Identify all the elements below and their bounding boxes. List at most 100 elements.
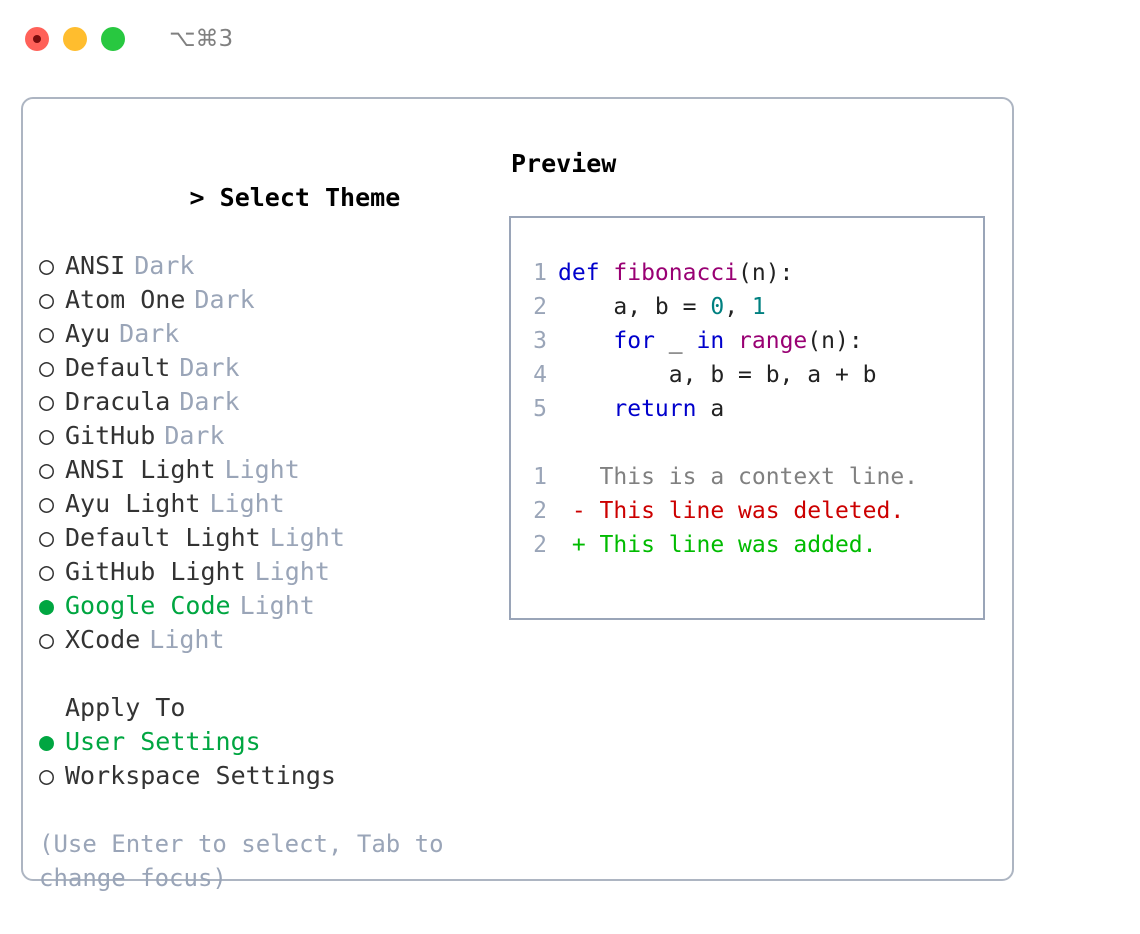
radio-empty-icon: ○ [39,251,55,280]
apply-to-label: User Settings [65,727,261,756]
code-token: _ [654,328,697,354]
theme-name: Google Code [65,591,231,620]
radio-empty-icon: ○ [39,421,55,450]
diff-text: This line was added. [599,532,877,558]
theme-list-item[interactable]: ○ ANSI Dark [39,249,509,283]
radio-empty-icon: ○ [39,557,55,586]
code-line: 5 return a [525,392,983,426]
diff-marker [558,464,600,490]
keyboard-shortcut-label: ⌥⌘3 [169,26,234,52]
theme-category-tag: Dark [194,285,255,314]
line-number: 5 [533,396,547,422]
diff-line: 1 This is a context line. [525,460,983,494]
code-token [558,328,613,354]
theme-list-item[interactable]: ○ GitHub Dark [39,419,509,453]
theme-name: GitHub Light [65,557,246,586]
theme-name: Ayu Light [65,489,201,518]
theme-list-item[interactable]: ○ Ayu Light Light [39,487,509,521]
theme-name: XCode [65,625,141,654]
line-number: 1 [533,260,547,286]
theme-category-tag: Dark [134,251,195,280]
radio-empty-icon: ○ [39,625,55,654]
code-token: a, b = [558,294,711,320]
zoom-button[interactable] [101,27,125,51]
theme-category-tag: Light [239,591,315,620]
theme-list-item[interactable]: ○ XCode Light [39,623,509,657]
diff-line: 2 + This line was added. [525,528,983,562]
diff-text: This line was deleted. [599,498,905,524]
code-token [724,328,738,354]
code-token: fibonacci [613,260,739,286]
apply-to-option[interactable]: ●User Settings [39,725,509,759]
theme-category-tag: Dark [164,421,225,450]
theme-list-item[interactable]: ○ ANSI Light Light [39,453,509,487]
line-number: 1 [533,464,547,490]
code-token: (n): [807,328,863,354]
page-title-label: Select Theme [219,183,401,212]
code-token: in [696,328,725,354]
radio-empty-icon: ○ [39,387,55,416]
diff-sample: 1 This is a context line.2 - This line w… [525,460,983,562]
apply-to-option[interactable]: ○ Workspace Settings [39,759,509,793]
radio-selected-icon: ● [39,591,55,620]
theme-name: GitHub [65,421,156,450]
line-number: 4 [533,362,547,388]
apply-to-options: ●User Settings○ Workspace Settings [39,725,509,793]
code-token: for [613,328,655,354]
code-token: a [696,396,725,422]
minimize-button[interactable] [63,27,87,51]
page-title: > Select Theme [39,147,509,249]
theme-name: Default [65,353,171,382]
code-token: a, b = b, a + b [558,362,877,388]
code-line: 2 a, b = 0, 1 [525,290,983,324]
radio-empty-icon: ○ [39,285,55,314]
apply-to-title: Apply To [65,693,186,722]
code-line: 4 a, b = b, a + b [525,358,983,392]
preview-title: Preview [511,149,617,178]
theme-list-item[interactable]: ● Google Code Light [39,589,509,623]
line-number: 2 [533,294,547,320]
radio-empty-icon: ○ [39,489,55,518]
theme-list-item[interactable]: ○ Atom One Dark [39,283,509,317]
radio-empty-icon: ○ [39,761,55,790]
radio-empty-icon: ○ [39,353,55,382]
code-token: range [738,328,808,354]
code-token: , [724,294,752,320]
theme-name: ANSI [65,251,126,280]
code-token: def [558,260,614,286]
diff-text: This is a context line. [599,464,919,490]
theme-list-item[interactable]: ○ Ayu Dark [39,317,509,351]
theme-list-item[interactable]: ○ GitHub Light Light [39,555,509,589]
theme-category-tag: Dark [119,319,180,348]
line-number: 3 [533,328,547,354]
code-token: 1 [751,294,766,320]
theme-name: Default Light [65,523,261,552]
titlebar: ⌥⌘3 [0,0,1140,78]
code-token: return [613,396,697,422]
theme-list-item[interactable]: ○ Dracula Dark [39,385,509,419]
theme-name: ANSI Light [65,455,216,484]
theme-category-tag: Light [149,625,225,654]
theme-category-tag: Light [209,489,285,518]
theme-name: Ayu [65,319,111,348]
radio-empty-icon: ○ [39,455,55,484]
theme-name: Dracula [65,387,171,416]
theme-category-tag: Dark [179,387,240,416]
close-button[interactable] [25,27,49,51]
code-line: 3 for _ in range(n): [525,324,983,358]
apply-to-label: Workspace Settings [65,761,336,790]
theme-category-tag: Light [254,557,330,586]
radio-empty-icon: ○ [39,319,55,348]
line-number: 2 [533,532,547,558]
theme-name: Atom One [65,285,186,314]
theme-category-tag: Light [224,455,300,484]
apply-to-group: Apply To ●User Settings○ Workspace Settin… [39,691,509,793]
